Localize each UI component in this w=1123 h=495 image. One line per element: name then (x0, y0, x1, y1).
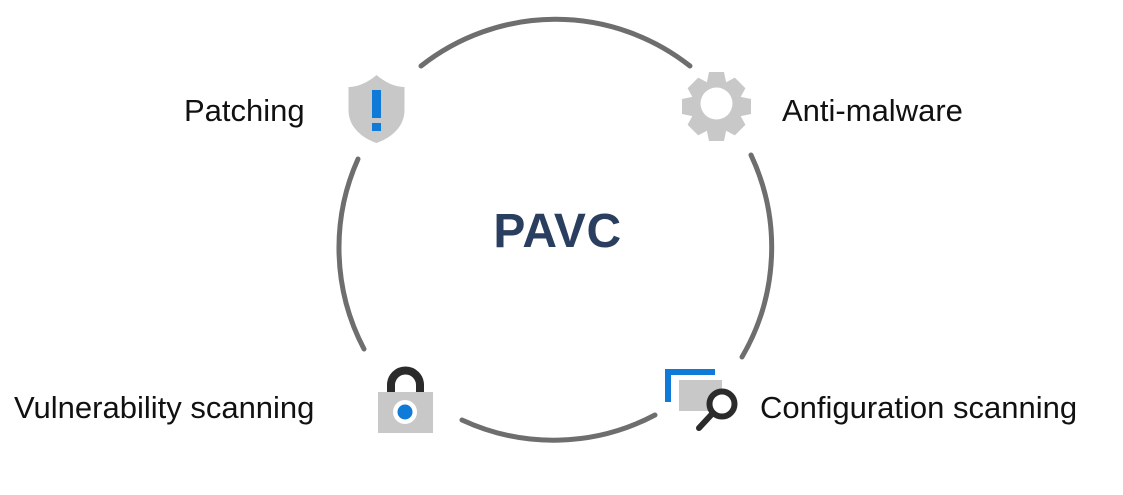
node-label-anti-malware: Anti-malware (782, 93, 963, 128)
diagram-center-title-text: PAVC (493, 205, 622, 258)
arc-top-segment (418, 16, 693, 69)
screen-blue-corner-bracket (665, 369, 715, 402)
padlock-keyhole-dot (397, 404, 413, 420)
shield-exclamation-icon (348, 75, 405, 143)
padlock-shackle (387, 366, 424, 399)
gear-center-hole (701, 88, 732, 119)
magnifier-lens (706, 388, 738, 420)
gear-teeth-body (682, 72, 751, 141)
shield-exclamation-bar (372, 90, 381, 118)
gear-icon (682, 72, 751, 141)
screen-magnifier-icon (665, 369, 738, 431)
node-label-patching: Patching (184, 93, 305, 128)
node-label-vulnerability-scanning: Vulnerability scanning (14, 390, 315, 425)
arc-left-segment (336, 156, 367, 352)
node-label-configuration-scanning: Configuration scanning (760, 390, 1078, 425)
arc-bottom-segment (459, 412, 658, 443)
cycle-arc-group (336, 16, 775, 443)
shield-exclamation-dot (372, 123, 381, 131)
magnifier-handle (696, 411, 715, 431)
padlock-icon (378, 366, 433, 433)
diagram-center-title: PAVC (0, 208, 1123, 256)
arc-right-segment (739, 152, 775, 360)
